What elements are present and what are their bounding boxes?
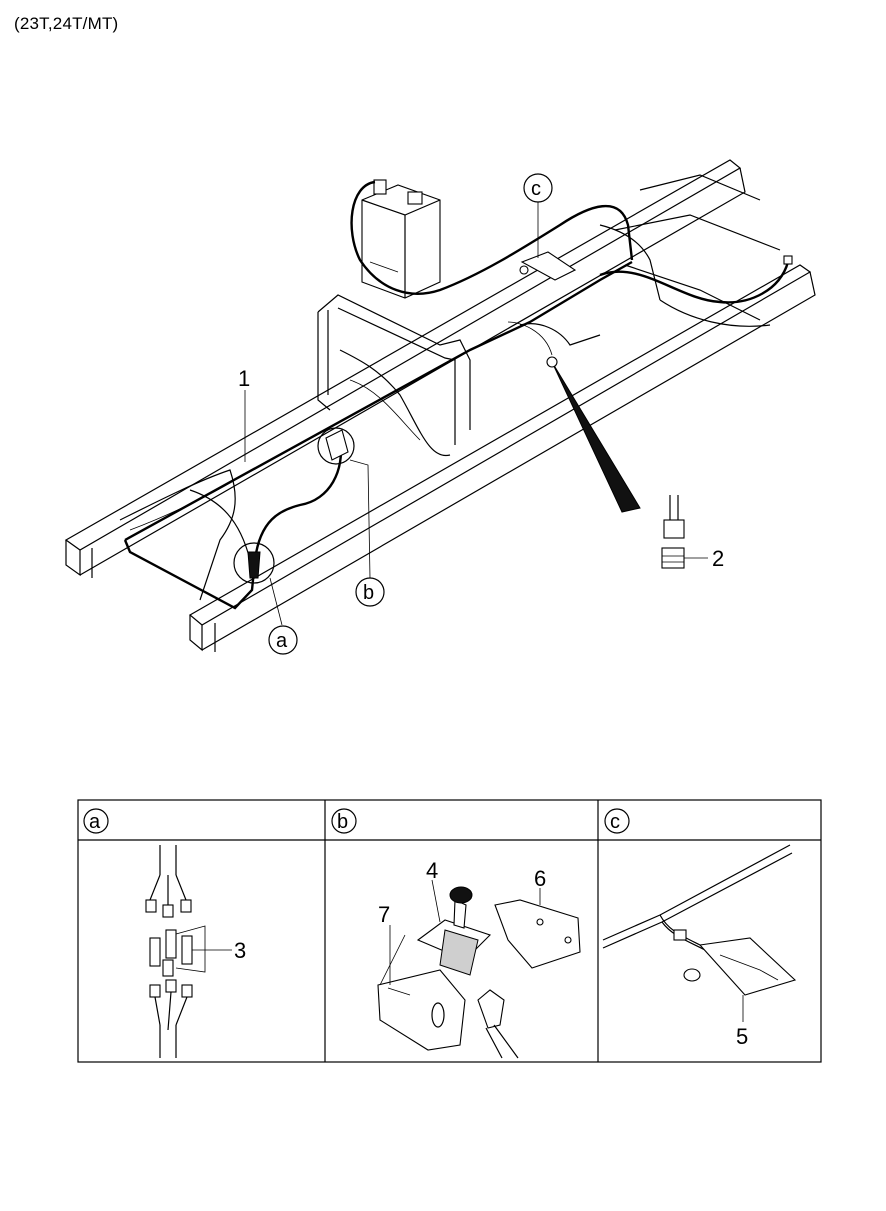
table-header-c-circle xyxy=(604,808,630,834)
detail-c-marker xyxy=(520,251,577,281)
detail-a-marker xyxy=(233,542,275,584)
detail-a-connectors: 3 xyxy=(145,845,246,1058)
wiring-harness xyxy=(123,255,793,610)
battery xyxy=(350,179,634,299)
circle-b-label: b xyxy=(363,582,374,604)
circle-c-label: c xyxy=(531,178,541,200)
table-header-a-circle xyxy=(83,808,109,834)
circle-c xyxy=(523,173,553,203)
detail-c-bracket: 5 xyxy=(602,844,797,1049)
speed-sensor xyxy=(661,495,685,569)
detail-table: a b c xyxy=(77,799,822,1063)
table-header-a: a xyxy=(89,811,101,833)
callout-7: 7 xyxy=(378,902,390,927)
page-title: (23T,24T/MT) xyxy=(14,14,119,33)
callout-6: 6 xyxy=(534,866,546,891)
circle-a-label: a xyxy=(276,630,288,652)
callout-5: 5 xyxy=(736,1024,748,1049)
circle-b xyxy=(355,577,385,607)
callout-1: 1 xyxy=(238,366,250,391)
callout-4: 4 xyxy=(426,858,438,883)
detail-b-marker xyxy=(317,427,355,465)
chassis-frame xyxy=(64,159,816,652)
table-header-c: c xyxy=(610,811,620,833)
callout-3: 3 xyxy=(234,938,246,963)
callout-2: 2 xyxy=(712,546,724,571)
table-header-b: b xyxy=(337,811,348,833)
circle-a xyxy=(268,625,298,655)
table-header-b-circle xyxy=(331,808,357,834)
detail-b-shift-assembly: 4 6 7 xyxy=(377,858,581,1059)
